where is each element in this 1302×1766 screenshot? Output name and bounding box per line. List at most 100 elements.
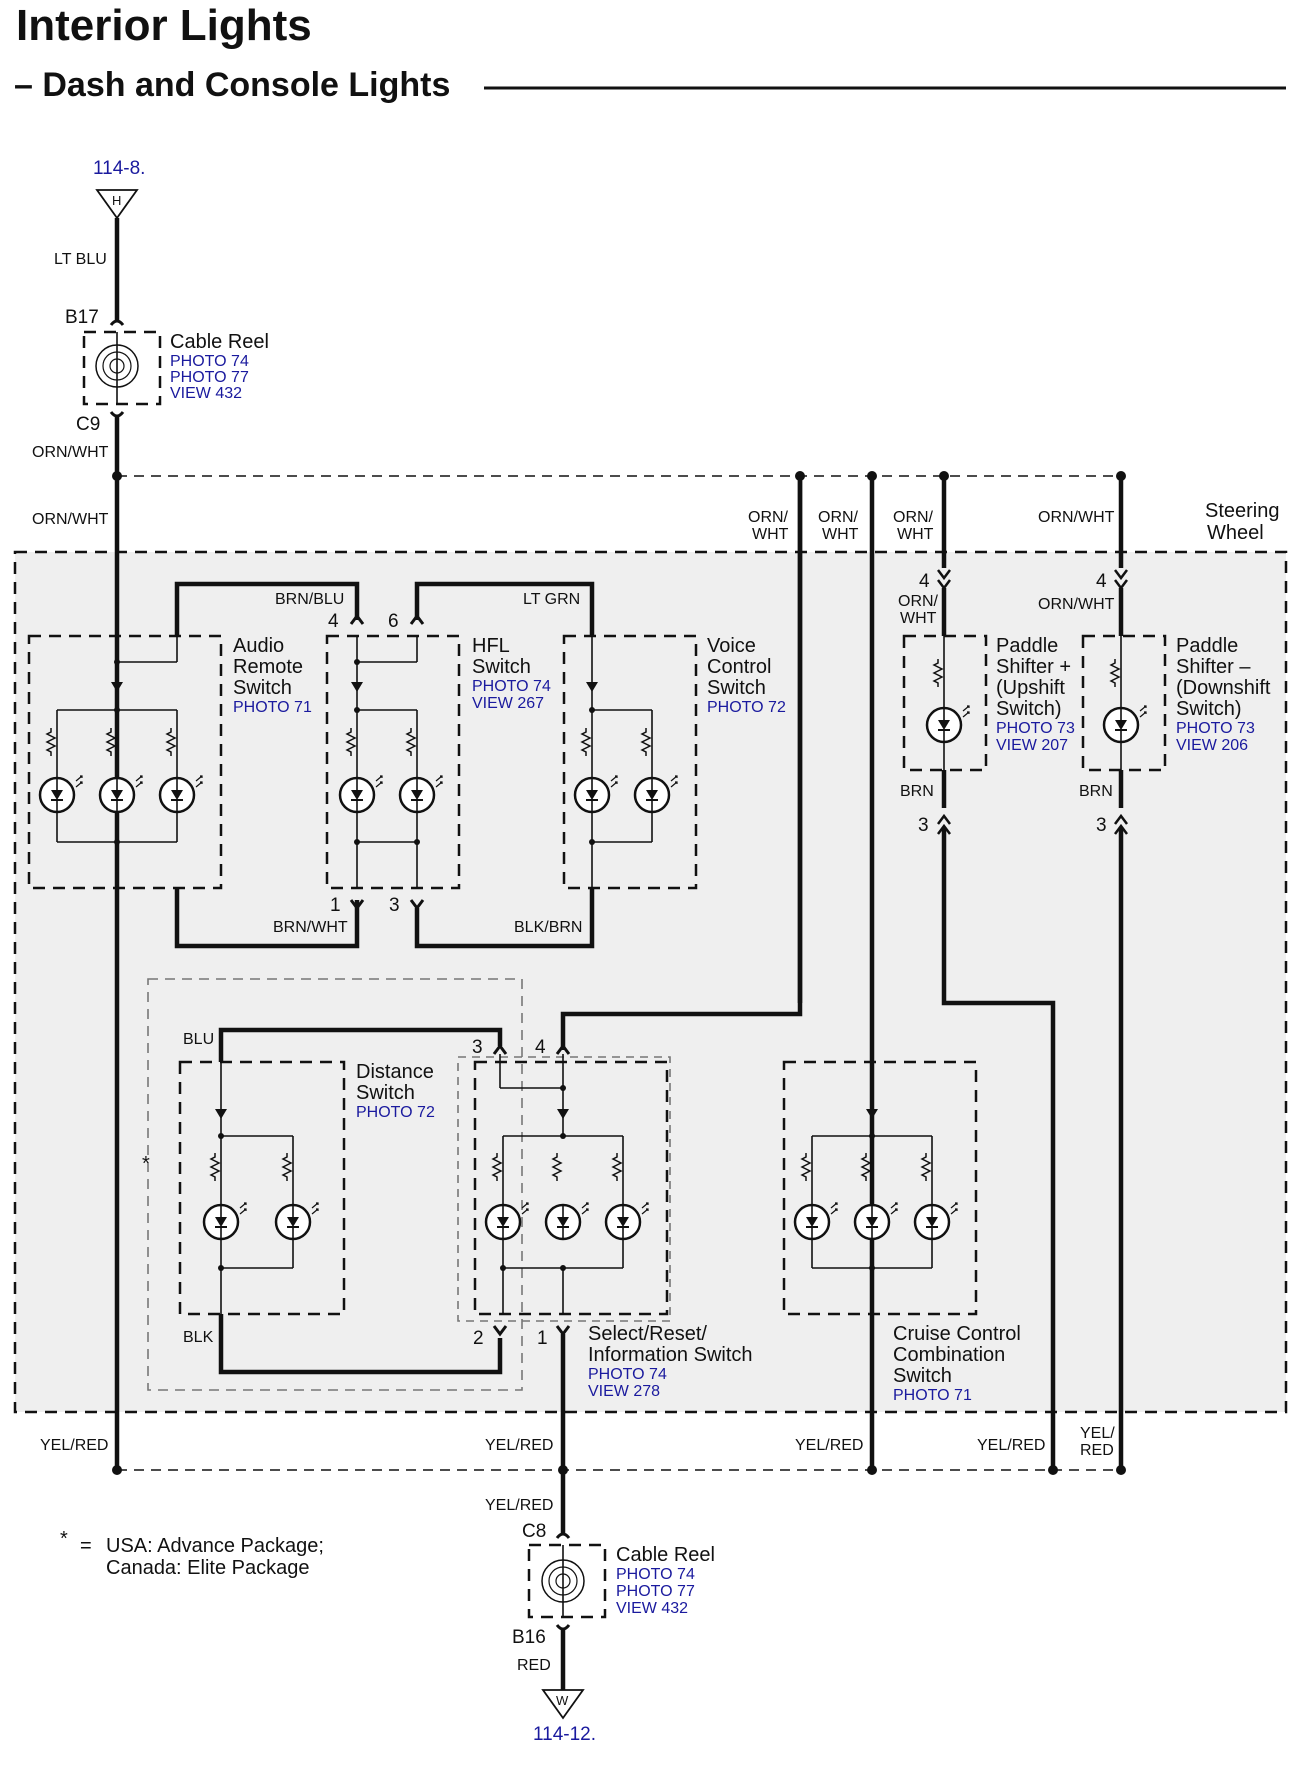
svg-text:BRN: BRN [900, 783, 934, 800]
distance-label-1: Distance [356, 1061, 434, 1083]
footnote-line-2: Canada: Elite Package [106, 1557, 309, 1579]
svg-text:ORN/: ORN/ [748, 509, 789, 526]
svg-text:PHOTO 74[interactable]: PHOTO 74 [616, 1566, 695, 1583]
svg-text:VIEW 432[interactable]: VIEW 432 [616, 1600, 688, 1617]
svg-text:Switch: Switch [356, 1082, 415, 1104]
svg-text:BLU: BLU [183, 1031, 214, 1048]
svg-text:2: 2 [473, 1328, 484, 1349]
svg-text:VIEW 206[interactable]: VIEW 206 [1176, 737, 1248, 754]
svg-text:Switch: Switch [233, 677, 292, 699]
svg-text:ORN/: ORN/ [893, 509, 934, 526]
svg-text:Shifter +: Shifter + [996, 656, 1071, 678]
svg-text:*: * [60, 1528, 68, 1550]
audio-remote-switch-box [27, 634, 223, 890]
svg-text:Remote: Remote [233, 656, 303, 678]
svg-text:BRN/BLU: BRN/BLU [275, 591, 344, 608]
svg-text:PHOTO 72[interactable]: PHOTO 72 [707, 699, 786, 716]
svg-text:ORN/: ORN/ [898, 593, 939, 610]
svg-text:WHT: WHT [752, 526, 789, 543]
svg-text:YEL/: YEL/ [1080, 1425, 1115, 1442]
wire-label-orn-wht-2: ORN/WHT [32, 511, 109, 528]
svg-text:WHT: WHT [897, 526, 934, 543]
bottom-ref[interactable]: 114-12. [533, 1724, 596, 1745]
svg-text:Shifter –: Shifter – [1176, 656, 1251, 678]
svg-text:4: 4 [535, 1037, 546, 1058]
voice-control-label-1: Voice [707, 635, 756, 657]
svg-text:RED: RED [1080, 1442, 1114, 1459]
top-ref[interactable]: 114-8. [93, 158, 145, 179]
paddle-up-label-1: Paddle [996, 635, 1058, 657]
select-reset-switch-box [473, 1060, 669, 1316]
paddle-up-box [902, 634, 988, 772]
page-title: Interior Lights [16, 1, 312, 50]
svg-text:Control: Control [707, 656, 771, 678]
hfl-label-1: HFL [472, 635, 510, 657]
svg-text:3: 3 [1096, 815, 1107, 836]
svg-text:YEL/RED: YEL/RED [977, 1437, 1045, 1454]
cable-reel-bottom-name: Cable Reel [616, 1544, 715, 1566]
svg-text:PHOTO 73[interactable]: PHOTO 73 [1176, 720, 1255, 737]
svg-text:YEL/RED: YEL/RED [485, 1437, 553, 1454]
terminal-h-icon [95, 189, 139, 220]
svg-text:ORN/WHT: ORN/WHT [1038, 509, 1115, 526]
svg-text:Switch: Switch [472, 656, 531, 678]
svg-text:ORN/: ORN/ [818, 509, 859, 526]
option-package-group [147, 978, 523, 1391]
wire-label-orn-wht-1: ORN/WHT [32, 444, 109, 461]
svg-text:PHOTO 74[interactable]: PHOTO 74 [472, 678, 551, 695]
cruise-combo-label-1: Cruise Control [893, 1323, 1021, 1345]
svg-text:PHOTO 72[interactable]: PHOTO 72 [356, 1104, 435, 1121]
svg-text:4: 4 [328, 611, 339, 632]
svg-text:PHOTO 74[interactable]: PHOTO 74 [588, 1366, 667, 1383]
cable-reel-top-ref3[interactable]: VIEW 432 [170, 385, 242, 402]
svg-text:RED: RED [517, 1657, 551, 1674]
svg-text:Switch): Switch) [996, 698, 1062, 720]
svg-text:3: 3 [918, 815, 929, 836]
svg-text:=: = [80, 1535, 92, 1557]
svg-text:3: 3 [472, 1037, 483, 1058]
page-subtitle: – Dash and Console Lights [14, 66, 450, 104]
svg-text:C8: C8 [522, 1521, 546, 1542]
paddle-down-label-1: Paddle [1176, 635, 1238, 657]
svg-text:PHOTO 71[interactable]: PHOTO 71 [893, 1387, 972, 1404]
svg-text:Switch: Switch [707, 677, 766, 699]
svg-text:LT GRN: LT GRN [523, 591, 580, 608]
svg-text:VIEW 278[interactable]: VIEW 278 [588, 1383, 660, 1400]
audio-remote-photo[interactable]: PHOTO 71 [233, 699, 312, 716]
steering-wheel-boundary [13, 550, 1288, 1414]
svg-text:(Upshift: (Upshift [996, 677, 1065, 699]
voice-control-switch-box [562, 634, 698, 890]
svg-text:ORN/WHT: ORN/WHT [1038, 596, 1115, 613]
steering-wheel-label-1: Steering [1205, 500, 1280, 522]
paddle-down-box [1081, 634, 1167, 772]
svg-text:W: W [556, 1693, 569, 1708]
svg-text:WHT: WHT [822, 526, 859, 543]
svg-text:PHOTO 77[interactable]: PHOTO 77 [616, 1583, 695, 1600]
steering-wheel-label-2: Wheel [1207, 522, 1264, 544]
connector-c9: C9 [76, 414, 100, 435]
svg-text:PHOTO 73[interactable]: PHOTO 73 [996, 720, 1075, 737]
svg-text:6: 6 [388, 611, 399, 632]
svg-text:4: 4 [1096, 571, 1107, 592]
svg-text:1: 1 [330, 895, 341, 916]
option-star: * [142, 1153, 150, 1175]
svg-text:VIEW 267[interactable]: VIEW 267 [472, 695, 544, 712]
hfl-switch-box [325, 634, 461, 890]
svg-text:(Downshift: (Downshift [1176, 677, 1271, 699]
svg-text:BRN/WHT: BRN/WHT [273, 919, 348, 936]
svg-text:WHT: WHT [900, 610, 937, 627]
svg-text:1: 1 [537, 1328, 548, 1349]
svg-text:B16: B16 [512, 1627, 546, 1648]
cable-reel-top-ref1[interactable]: PHOTO 74 [170, 353, 249, 370]
svg-text:Combination: Combination [893, 1344, 1005, 1366]
cruise-combo-switch-box [782, 1060, 978, 1316]
svg-text:YEL/RED: YEL/RED [40, 1437, 108, 1454]
svg-text:Switch): Switch) [1176, 698, 1242, 720]
svg-text:Information Switch: Information Switch [588, 1344, 753, 1366]
cable-reel-top-name: Cable Reel [170, 331, 269, 353]
svg-text:VIEW 207[interactable]: VIEW 207 [996, 737, 1068, 754]
svg-text:YEL/RED: YEL/RED [485, 1497, 553, 1514]
footnote-line-1: USA: Advance Package; [106, 1535, 324, 1557]
cable-reel-top-ref2[interactable]: PHOTO 77 [170, 369, 249, 386]
